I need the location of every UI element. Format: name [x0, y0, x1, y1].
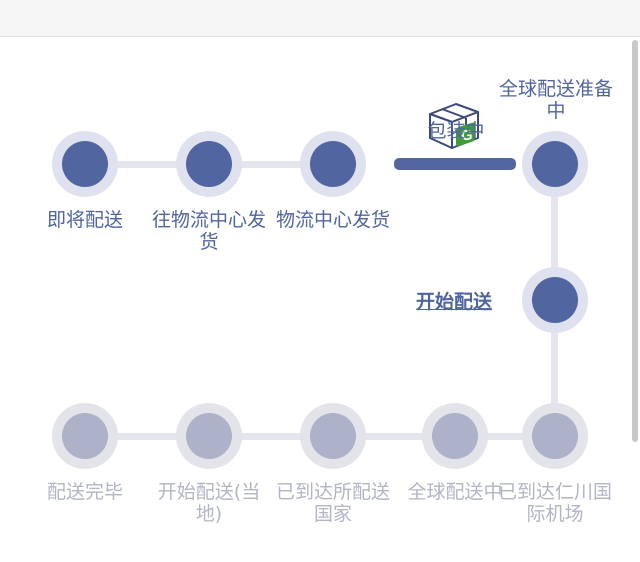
step-node-2 — [176, 131, 242, 197]
step-dot — [186, 141, 232, 187]
connector-1-2 — [100, 161, 224, 168]
step-dot — [62, 413, 108, 459]
connector-9-10 — [100, 433, 224, 440]
step-node-10 — [52, 403, 118, 469]
step-node-5 — [522, 267, 588, 333]
step-node-1 — [52, 131, 118, 197]
svg-text:G: G — [461, 127, 473, 144]
step-label-10: 配送完毕 — [46, 481, 123, 503]
step-dot — [532, 277, 578, 323]
step-node-7 — [422, 403, 488, 469]
step-dot — [532, 413, 578, 459]
start-delivery-link[interactable]: 开始配送 — [416, 291, 493, 313]
step-label-1: 即将配送 — [46, 209, 123, 231]
connector-2-3 — [224, 161, 348, 168]
connector-6-7 — [470, 433, 540, 440]
step-dot — [62, 141, 108, 187]
connector-8-9 — [224, 433, 348, 440]
current-step-label: 包装中 — [427, 120, 485, 142]
step-node-9 — [176, 403, 242, 469]
connector-5-6 — [551, 311, 558, 421]
step-dot — [310, 413, 356, 459]
shipping-progress-tracker: G 包装中 即将配送 往物流中心发货 物流中心发货 全球配送准备中 开始配送 已… — [0, 36, 640, 562]
step-label-3: 物流中心发货 — [275, 209, 390, 231]
connector-7-8 — [348, 433, 472, 440]
step-label-4: 全球配送准备中 — [498, 78, 613, 122]
connector-3-4-active — [394, 158, 516, 170]
step-label-6: 已到达仁川国际机场 — [497, 481, 612, 525]
browser-top-bar — [0, 0, 640, 37]
step-dot — [532, 141, 578, 187]
step-dot — [186, 413, 232, 459]
step-node-3 — [300, 131, 366, 197]
step-node-8 — [300, 403, 366, 469]
step-label-7: 全球配送中 — [407, 481, 503, 503]
step-node-6 — [522, 403, 588, 469]
package-box-icon: G — [429, 103, 479, 149]
vertical-scrollbar[interactable] — [632, 40, 638, 442]
step-node-4 — [522, 131, 588, 197]
step-label-8: 已到达所配送国家 — [275, 481, 390, 525]
connector-4-5 — [551, 176, 558, 286]
step-label-9: 开始配送(当地) — [157, 481, 261, 525]
step-label-2: 往物流中心发货 — [151, 209, 266, 253]
step-dot — [432, 413, 478, 459]
step-dot — [310, 141, 356, 187]
